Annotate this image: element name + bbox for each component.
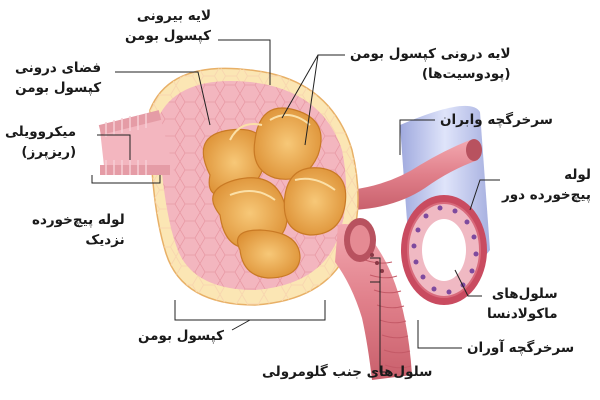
- label-microvilli: میکروویلی (ریزپرز): [5, 124, 77, 160]
- label-inner-layer: لایه درونی کپسول بومن (پودوسیت‌ها): [350, 46, 511, 82]
- label-afferent-arteriole: سرخرگچه آوران: [467, 340, 575, 356]
- label-macula-densa: سلول‌های ماکولادنسا: [487, 286, 558, 322]
- juxtaglomerular-cells: [370, 253, 384, 273]
- label-efferent-arteriole: سرخرگچه وابران: [440, 112, 553, 128]
- label-distal-tubule: لوله پیچ‌خورده دور: [502, 167, 591, 203]
- leader-lines: [91, 39, 500, 373]
- efferent-arteriole: [350, 139, 482, 210]
- distal-tubule: [400, 105, 490, 305]
- label-juxtaglomerular: سلول‌های جنب گلومرولی: [262, 364, 433, 380]
- microvilli-fringe: [105, 113, 147, 175]
- glomerulus: [202, 107, 347, 279]
- label-outer-layer: لایه بیرونی کپسول بومن: [125, 8, 212, 44]
- macula-densa-cells: [411, 205, 479, 295]
- proximal-tubule: [98, 110, 175, 175]
- label-bowman-capsule: کپسول بومن: [138, 328, 225, 344]
- label-proximal-tubule: لوله پیچ‌خورده نزدیک: [32, 212, 125, 248]
- afferent-arteriole: [335, 218, 412, 380]
- label-capsular-space: فضای درونی کپسول بومن: [15, 60, 102, 96]
